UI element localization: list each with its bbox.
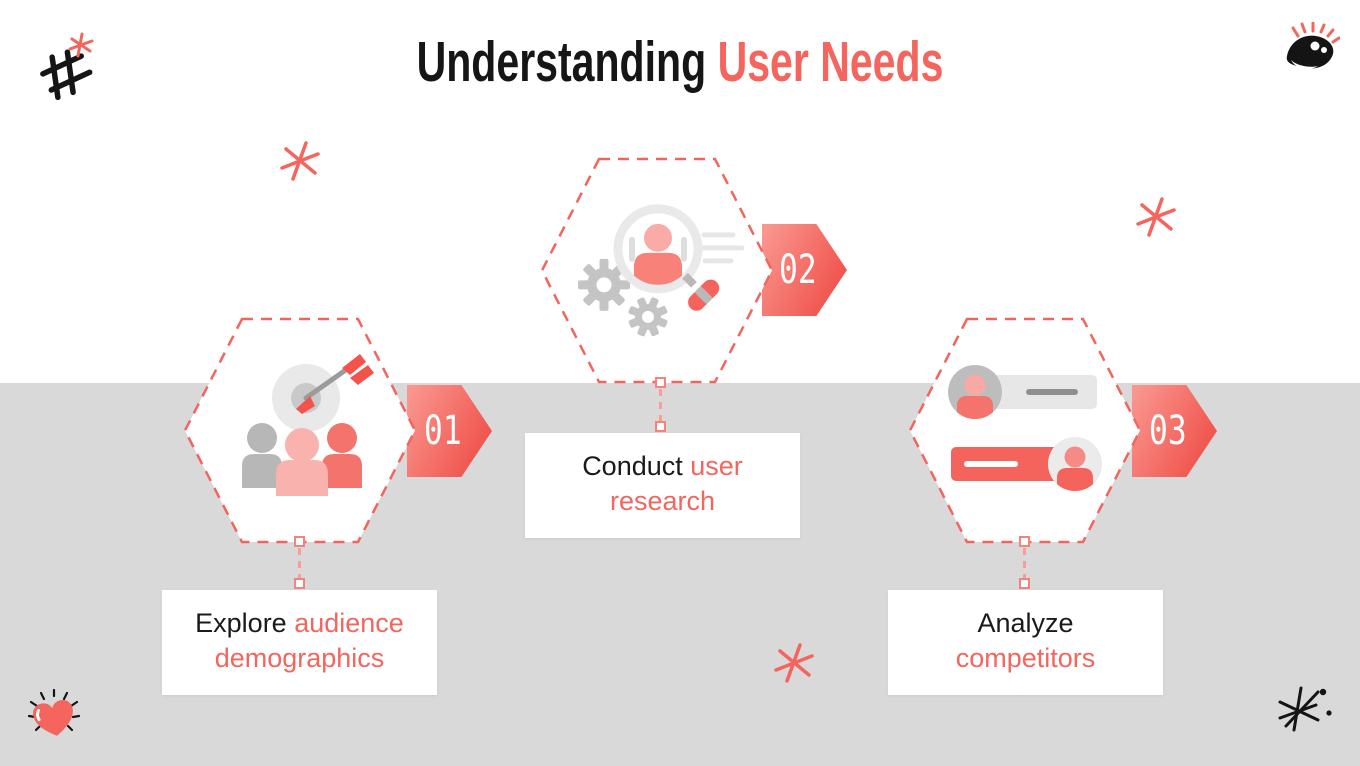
sparkle-asterisk-left-icon bbox=[280, 141, 320, 181]
sparkle-asterisk-bottom-icon bbox=[774, 643, 814, 683]
slide-title: Understanding User Needs bbox=[190, 30, 1169, 94]
eye-doodle-icon bbox=[1286, 22, 1340, 69]
step2-label-ink: Conduct bbox=[582, 451, 691, 481]
step3-connector-square-bottom bbox=[1019, 578, 1030, 589]
step2-connector-line bbox=[659, 389, 662, 423]
step2-label-accent1: user bbox=[690, 451, 743, 481]
step3-connector-line bbox=[1023, 548, 1026, 580]
step2-hexagon bbox=[540, 157, 774, 384]
target-audience-icon bbox=[242, 353, 374, 496]
step1-label-box: Explore audience demographics bbox=[162, 590, 437, 695]
step2-label-line1: Conduct user bbox=[525, 449, 800, 484]
starburst-doodle-icon bbox=[1278, 686, 1332, 732]
step1-number: 01 bbox=[424, 408, 463, 454]
step1-label-line1: Explore audience bbox=[162, 606, 437, 641]
step2-connector-square-bottom bbox=[655, 421, 666, 432]
step3-connector-square-top bbox=[1019, 536, 1030, 547]
step2-number-banner: 02 bbox=[762, 224, 847, 316]
step1-label-line2: demographics bbox=[162, 641, 437, 676]
step2-label-accent2: research bbox=[609, 486, 716, 516]
step2-label-line2: research bbox=[525, 484, 800, 519]
mini-asterisk-icon bbox=[68, 32, 94, 58]
hash-doodle-icon bbox=[40, 49, 93, 100]
step1-label-accent1: audience bbox=[294, 608, 404, 638]
step3-label-accent2: competitors bbox=[955, 643, 1096, 673]
step2-number: 02 bbox=[779, 247, 818, 293]
step1-label-ink: Explore bbox=[195, 608, 295, 638]
step3-hexagon bbox=[908, 317, 1142, 544]
step1-label-accent2: demographics bbox=[214, 643, 385, 673]
step1-connector-square-top bbox=[294, 536, 305, 547]
step2-connector-square-top bbox=[655, 377, 666, 388]
step1-hexagon bbox=[183, 317, 417, 544]
step1-connector-line bbox=[298, 548, 301, 580]
step3-number: 03 bbox=[1149, 408, 1188, 454]
step3-label-box: Analyze competitors bbox=[888, 590, 1163, 695]
step3-label-line1: Analyze bbox=[888, 606, 1163, 641]
heart-doodle-icon bbox=[27, 688, 81, 736]
user-research-icon bbox=[578, 203, 745, 336]
step3-label-line2: competitors bbox=[888, 641, 1163, 676]
step1-connector-square-bottom bbox=[294, 578, 305, 589]
step2-label-box: Conduct user research bbox=[525, 433, 800, 538]
title-accent: User Needs bbox=[717, 30, 944, 94]
step3-label-ink: Analyze bbox=[977, 608, 1074, 638]
title-prefix: Understanding bbox=[416, 30, 718, 94]
sparkle-asterisk-right-icon bbox=[1136, 197, 1176, 237]
competitors-icon bbox=[948, 364, 1102, 491]
